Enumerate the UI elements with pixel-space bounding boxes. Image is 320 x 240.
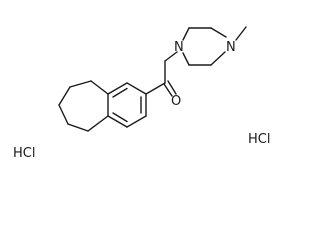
nitrogen-atom-label: N [174,40,184,55]
bond [164,51,178,62]
carbonyl-double-bond [163,83,173,97]
ketone-linker [145,51,178,97]
bond [90,80,109,95]
double-bond-inner [112,87,128,98]
bond [126,82,147,95]
bond [210,27,227,38]
bond [107,82,128,95]
bond [182,27,190,41]
bond [145,82,166,95]
hydrochloride-salt-label: HCl [13,146,35,161]
oxygen-atom-label: O [171,94,181,109]
bond [87,115,109,132]
chemical-structure-diagram: O N N HCl HCl [13,26,270,161]
bond [58,104,69,125]
bond [58,86,71,106]
bond [182,52,190,66]
methyl-bond [235,26,247,41]
nitrogen-atom-label: N [226,40,236,55]
double-bond-inner [112,112,128,123]
benzene-ring [107,82,147,128]
bond [126,115,147,128]
carbonyl-double-bond [167,80,177,95]
hydrochloride-salt-label: HCl [248,132,270,147]
cycloheptane-ring [58,80,109,132]
bond [107,115,128,128]
bond [67,123,89,132]
bond [210,51,226,66]
piperazine-ring [182,26,247,66]
bond [69,80,92,88]
